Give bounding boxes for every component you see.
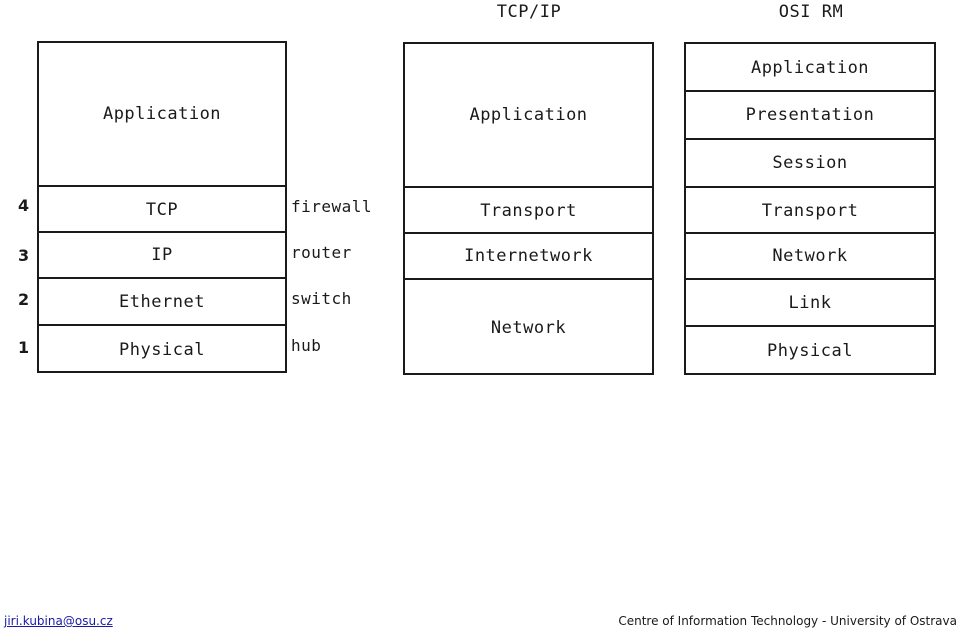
osi-layer-presentation: Presentation	[686, 90, 934, 138]
tcpip-layer-transport: Transport	[405, 186, 652, 234]
layer-number-1: 1	[18, 338, 30, 357]
tcpip-layer-internetwork: Internetwork	[405, 232, 652, 278]
layer-ip: IP	[39, 231, 285, 277]
device-hub: hub	[291, 336, 322, 355]
osi-stack: Application Presentation Session Transpo…	[684, 42, 936, 375]
osi-layer-session: Session	[686, 138, 934, 186]
osi-title: OSI RM	[778, 2, 844, 22]
footer-organization: Centre of Information Technology - Unive…	[618, 614, 957, 628]
layer-tcp: TCP	[39, 185, 285, 233]
layer-number-4: 4	[18, 196, 30, 215]
layer-application: Application	[102, 104, 222, 124]
osi-layer-link: Link	[686, 278, 934, 326]
tcpip-title: TCP/IP	[496, 2, 562, 22]
author-email-link[interactable]: jiri.kubina@osu.cz	[4, 614, 113, 628]
left-protocol-stack: Application TCP IP Ethernet Physical	[37, 41, 287, 373]
layer-ethernet: Ethernet	[39, 277, 285, 325]
tcpip-layer-network: Network	[405, 278, 652, 375]
osi-layer-transport: Transport	[686, 186, 934, 234]
device-switch: switch	[291, 289, 352, 308]
device-firewall: firewall	[291, 197, 373, 216]
tcpip-stack: Application Transport Internetwork Netwo…	[403, 42, 654, 375]
osi-layer-network: Network	[686, 232, 934, 278]
tcpip-layer-application: Application	[469, 105, 588, 125]
device-router: router	[291, 243, 352, 262]
layer-number-2: 2	[18, 290, 30, 309]
layer-physical: Physical	[39, 324, 285, 373]
layer-number-3: 3	[18, 246, 30, 265]
osi-layer-application: Application	[750, 58, 870, 78]
osi-layer-physical: Physical	[686, 325, 934, 375]
